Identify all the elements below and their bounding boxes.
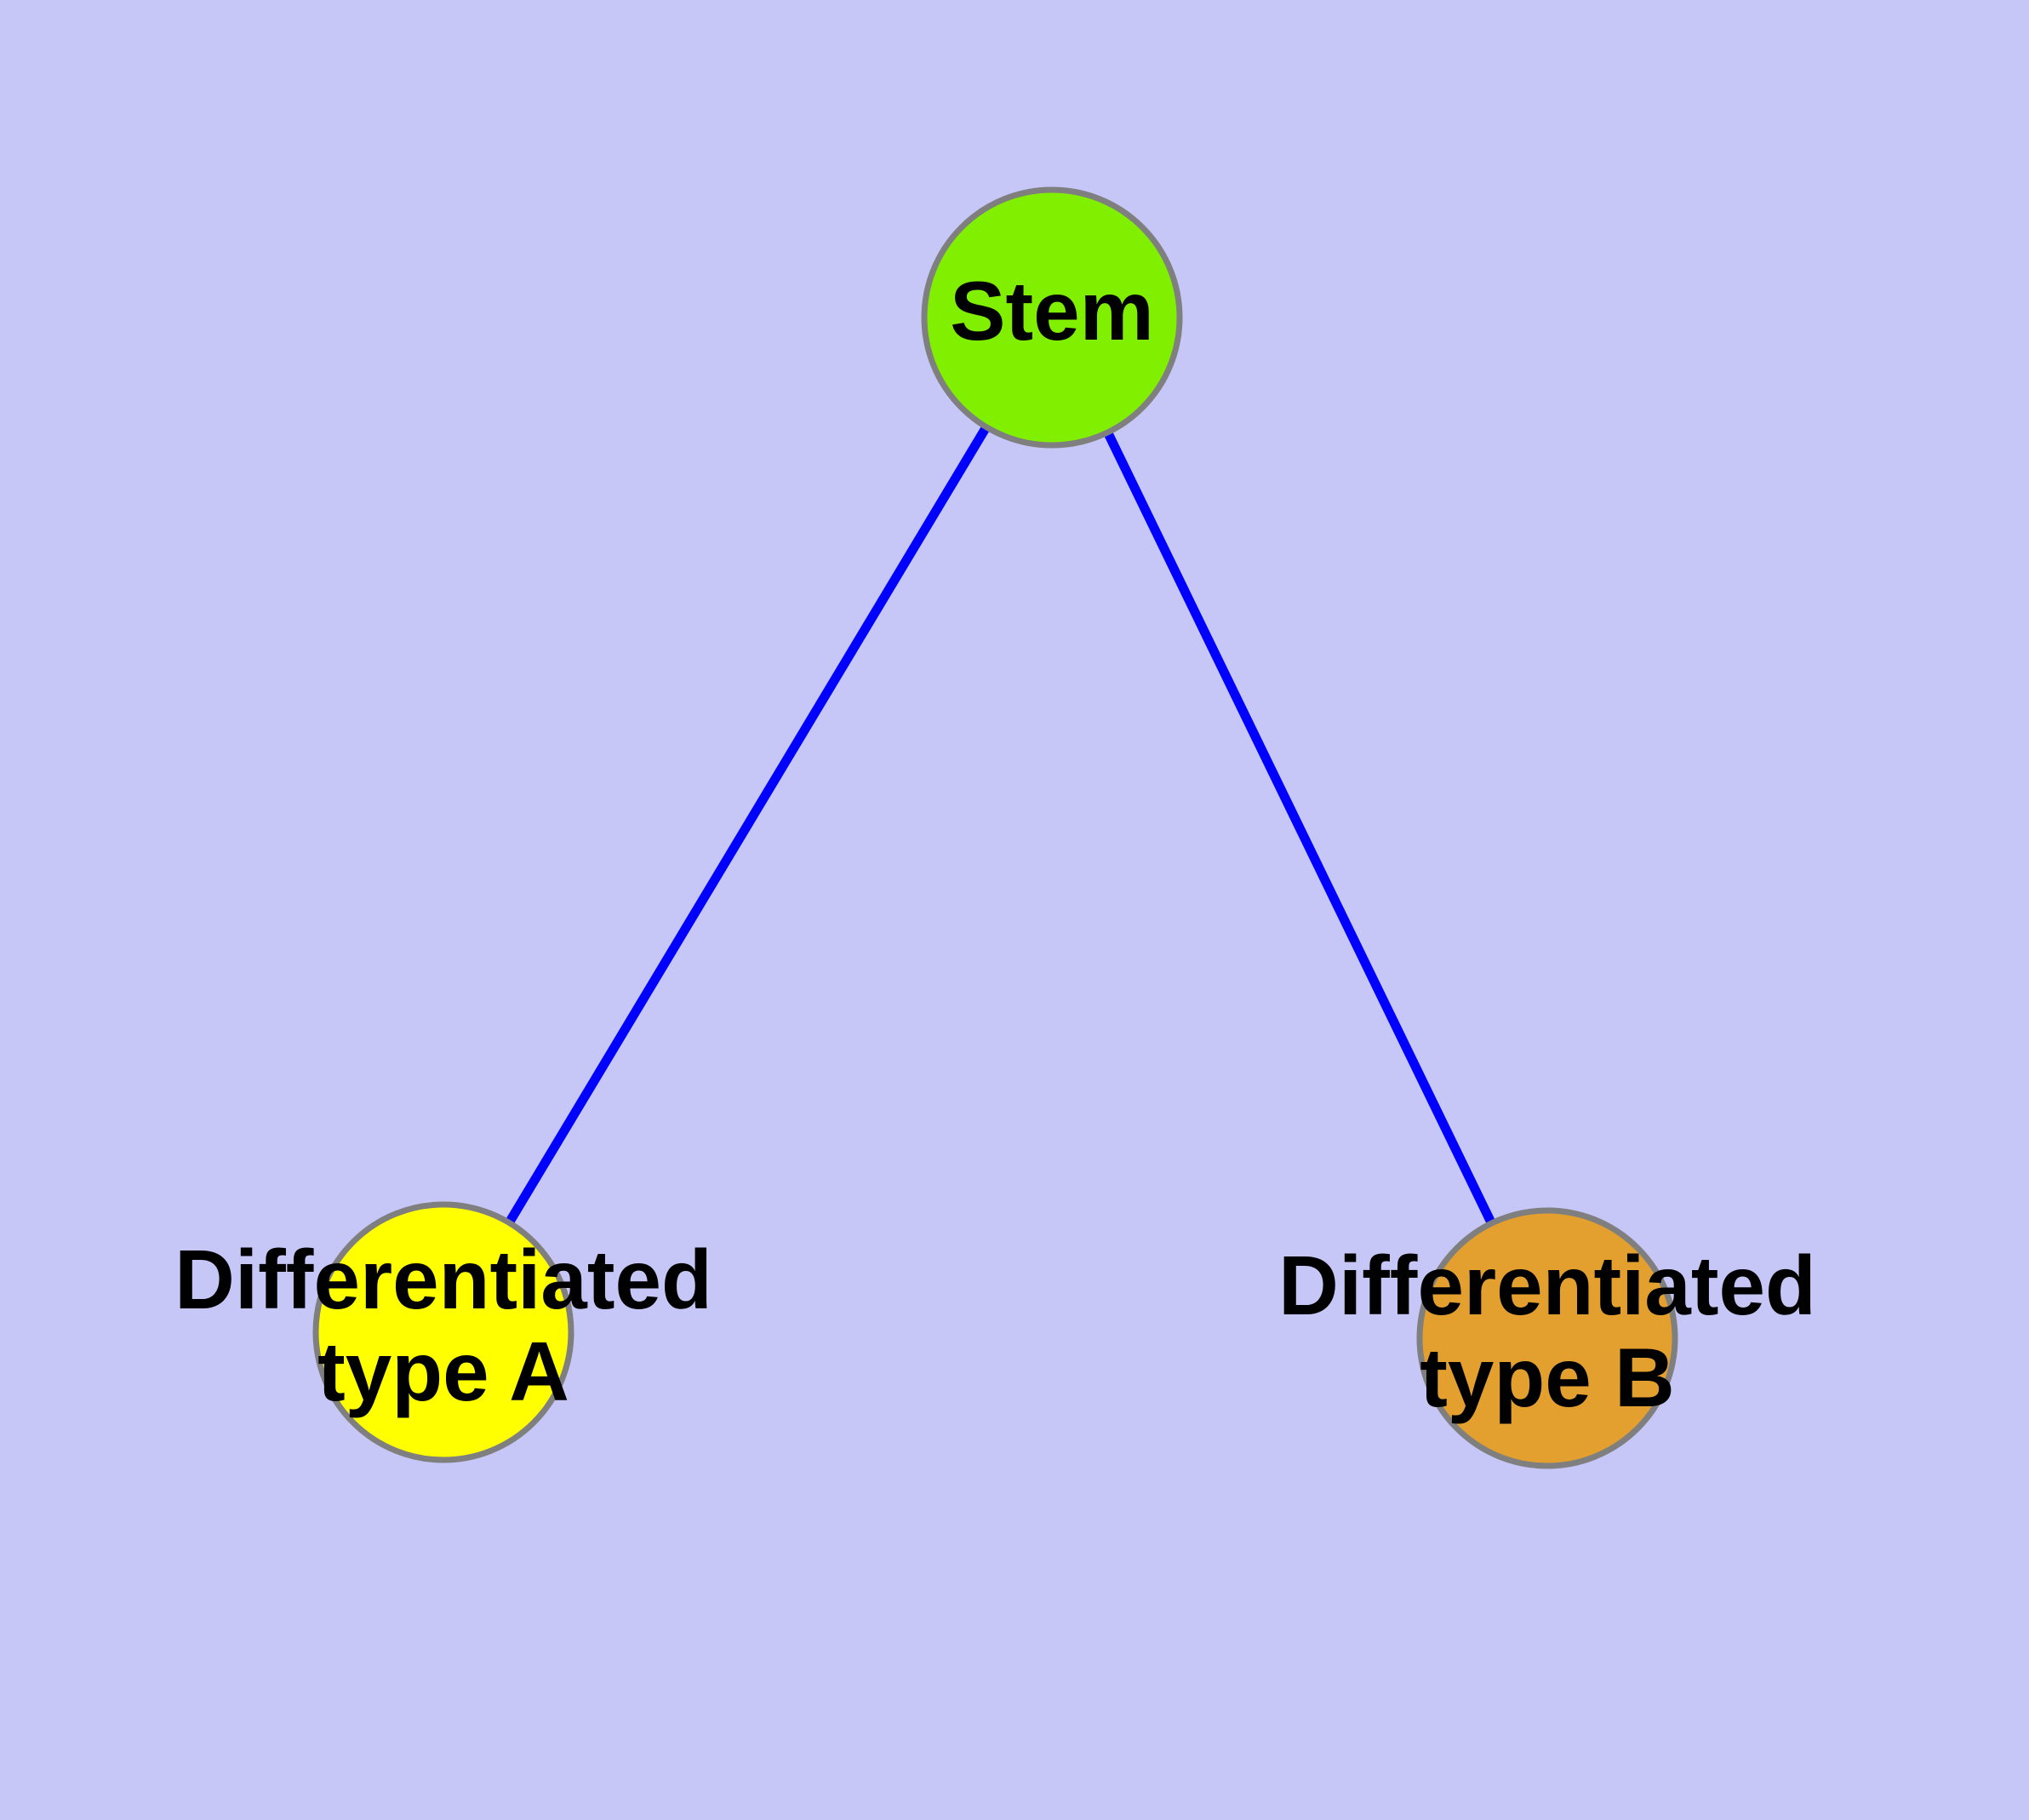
node-label-line: Differentiated bbox=[1278, 1239, 1816, 1332]
node-label-line: type A bbox=[317, 1325, 569, 1418]
nodes-layer bbox=[312, 186, 1678, 1469]
node-diff_a[interactable] bbox=[312, 1201, 574, 1463]
edge-stem-to-diff_a bbox=[439, 315, 1056, 1335]
node-stem[interactable] bbox=[921, 186, 1183, 449]
node-label-line: Differentiated bbox=[174, 1233, 712, 1326]
node-label-line: type B bbox=[1420, 1331, 1675, 1424]
node-diff_b[interactable] bbox=[1416, 1207, 1678, 1469]
node-label-stem: Stem bbox=[950, 264, 1154, 358]
edges-layer bbox=[439, 315, 1552, 1341]
node-label-line: Stem bbox=[950, 264, 1154, 358]
edge-stem-to-diff_b bbox=[1048, 315, 1552, 1341]
